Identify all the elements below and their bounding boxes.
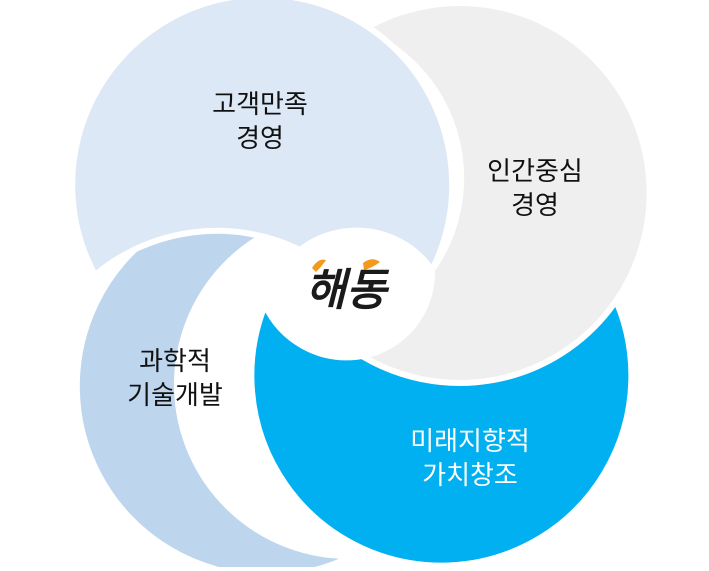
petal-label-human: 인간중심 경영 xyxy=(460,155,610,223)
petal-label-line: 가치창조 xyxy=(422,461,518,491)
petal-label-line: 인간중심 xyxy=(487,157,583,187)
petal-label-customer: 고객만족 경영 xyxy=(160,88,360,156)
petal-customer xyxy=(69,0,456,280)
petal-label-future: 미래지향적 가치창조 xyxy=(370,425,570,493)
petal-label-line: 경영 xyxy=(236,124,284,154)
petal-label-line: 과학적 xyxy=(139,347,211,377)
petal-label-line: 경영 xyxy=(511,191,559,221)
petal-label-line: 미래지향적 xyxy=(410,427,530,457)
logo-brush-accent-right xyxy=(363,259,380,270)
center-logo: 해동 xyxy=(306,259,390,316)
petal-label-line: 고객만족 xyxy=(212,90,308,120)
petal-human xyxy=(353,0,653,386)
petal-label-line: 기술개발 xyxy=(127,381,223,411)
logo-brush-accent-left xyxy=(312,259,326,272)
petal-label-tech: 과학적 기술개발 xyxy=(95,345,255,413)
logo-text: 해동 xyxy=(306,265,390,316)
